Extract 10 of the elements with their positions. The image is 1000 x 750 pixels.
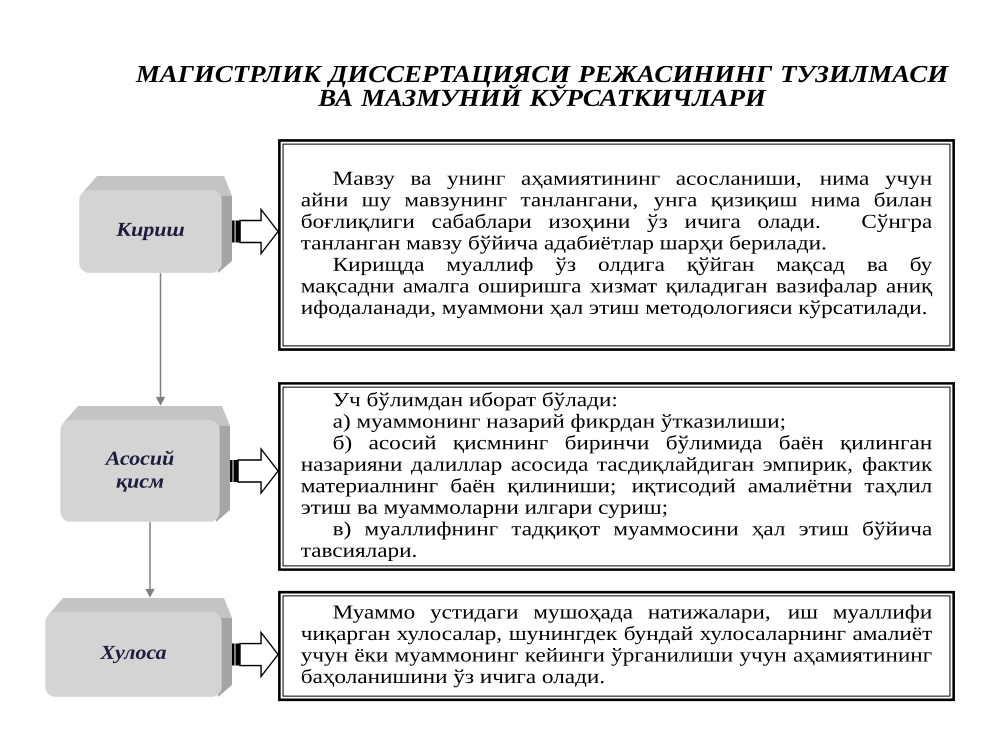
text-box: Мавзу ва унинг аҳамиятининг асосланиши, нима учун айни шу мавзунинг танлангани, унга қизиқиш нима билан боғлиқлиги сабаблари изоҳини ўз ичига олади. Сўнгра танланган мавзу бўйича адабиётлар шарҳи берилади. Кирищда муаллиф ўз олдига қўйган мақсад ва бу мақсадни амалга оширишга хизмат қиладиган вазифалар аниқ ифодаланади, муаммони ҳал этиш методологияси кўрсатилади.: [278, 139, 955, 351]
text-box: Муаммо устидаги мушоҳада натижалари, иш муаллифи чиқарган хулосалар, шунингдек бундай хулосаларнинг амалиёт учун ёки муаммонинг кейинги ўрганилиши учун аҳамиятининг баҳоланишини ўз ичига олади.: [278, 590, 955, 702]
section-box: Кириш: [79, 176, 232, 273]
text-box: Уч бўлимдан иборат бўлади: а) муаммонинг назарий фикрдан ўтказилиши; б) асосий қисмнинг биринчи бўлимида баён қилинган назарияни далиллар асосида тасдиқлайдиган эмпирик, фактик материалнинг баён қилиниши; иқтисодий амалиётни таҳлил этиш ва муаммоларни илгари суриш; в) муаллифнинг тадқиқот муаммосини ҳал этиш бўйича тавсиялари.: [278, 382, 955, 571]
block-arrow: [232, 630, 279, 679]
block-arrow: [230, 446, 279, 496]
section-box: Хулоса: [45, 598, 232, 697]
section-box: Асосий қисм: [60, 406, 230, 522]
block-arrow: [232, 207, 279, 256]
title: МАГИСТРЛИК ДИССЕРТАЦИЯСИ РЕЖАСИНИНГ ТУЗИЛМАСИ ВА МАЗМУНИЙ КЎРСАТКИЧЛАРИ: [136, 66, 949, 106]
